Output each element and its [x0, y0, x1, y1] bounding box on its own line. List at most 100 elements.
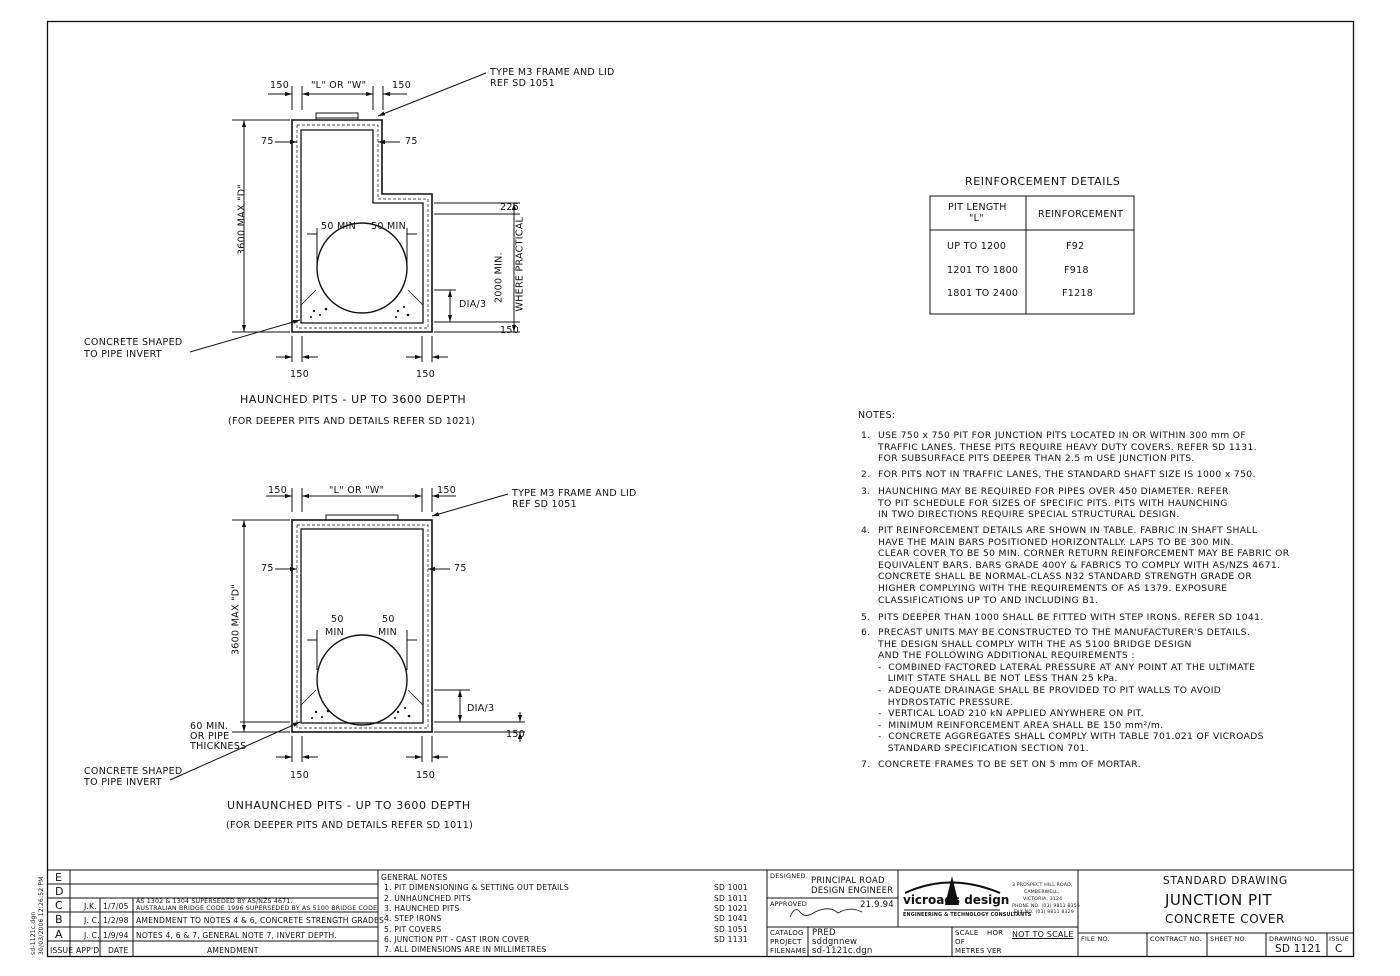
approved-date: 21.9.94: [860, 900, 894, 910]
scale-hor: HOR: [987, 929, 1004, 937]
note-number: 5.: [861, 612, 871, 623]
col-date: DATE: [108, 946, 129, 955]
unhaunched-dim-50-right-1: 50: [382, 614, 395, 625]
issue-value: C: [1335, 943, 1343, 955]
amendment-issue: D: [55, 885, 64, 898]
scale-ver: VER: [987, 947, 1002, 955]
amendment-issue: E: [55, 871, 63, 884]
unhaunched-dim-right: 150: [437, 485, 457, 496]
note-number: 4.: [861, 525, 871, 536]
note-number: 6.: [861, 627, 871, 638]
haunched-dim-3600: 3600 MAX "D": [236, 183, 248, 256]
haunched-dim-lw: "L" OR "W": [311, 80, 367, 91]
unhaunched-dim-75-left: 75: [261, 563, 274, 574]
project-value: sddgnnew: [812, 937, 858, 947]
general-note-ref: SD 1011: [714, 894, 748, 903]
haunched-dim-50-left: 50 MIN: [321, 221, 357, 232]
reinforcement-row-length: 1801 TO 2400: [947, 288, 1019, 299]
amendment-date: 1/9/94: [103, 931, 129, 940]
unhaunched-invert-note-1: CONCRETE SHAPED: [84, 766, 183, 777]
general-note-ref: SD 1021: [714, 904, 748, 913]
amendment-issue: B: [55, 913, 63, 926]
side-filename: sd-1121c.dgn: [30, 911, 37, 955]
reinforcement-header-pit-length: PIT LENGTH: [948, 202, 1007, 213]
unhaunched-dim-bottom-right: 150: [416, 770, 436, 781]
haunched-dim-50-right: 50 MIN: [371, 221, 407, 232]
general-note: 2. UNHAUNCHED PITS: [384, 894, 471, 903]
reinforcement-row-reinf: F92: [1066, 241, 1085, 252]
reinforcement-row-reinf: F918: [1064, 265, 1089, 276]
unhaunched-dim-bottom-left: 150: [290, 770, 310, 781]
unhaunched-min-note-3: THICKNESS: [190, 741, 247, 752]
unhaunched-dim-3600: 3600 MAX "D": [230, 583, 242, 656]
note-text: CONCRETE FRAMES TO BE SET ON 5 mm OF MOR…: [878, 759, 1141, 770]
general-note: 5. PIT COVERS: [384, 925, 442, 934]
amendment-text: NOTES 4, 6 & 7, GENERAL NOTE 7, INVERT D…: [136, 931, 337, 940]
unhaunched-frame-ref: REF SD 1051: [512, 499, 577, 510]
haunched-dim-75-left: 75: [261, 136, 274, 147]
reinforcement-title: REINFORCEMENT DETAILS: [965, 175, 1121, 188]
logo-subtitle: ENGINEERING & TECHNOLOGY CONSULTANTS: [903, 913, 1032, 918]
amendment-date: 1/2/98: [103, 916, 129, 925]
address-line: CAMBERWELL,: [1024, 890, 1060, 895]
note-number: 7.: [861, 759, 871, 770]
standard-drawing-label: STANDARD DRAWING: [1163, 875, 1288, 887]
note-text: PITS DEEPER THAN 1000 SHALL BE FITTED WI…: [878, 612, 1264, 623]
unhaunched-dim-50-left-1: 50: [331, 614, 344, 625]
drawing-title-2: CONCRETE COVER: [1165, 912, 1285, 926]
unhaunched-title: UNHAUNCHED PITS - UP TO 3600 DEPTH: [227, 799, 471, 812]
note-number: 3.: [861, 486, 871, 497]
unhaunched-subtitle: (FOR DEEPER PITS AND DETAILS REFER SD 10…: [226, 820, 474, 831]
side-date: 30/03/2006 12:26:52 PM: [38, 876, 45, 955]
approved-label: APPROVED: [770, 900, 807, 908]
note-text: USE 750 x 750 PIT FOR JUNCTION PITS LOCA…: [878, 430, 1257, 465]
reinforcement-row-reinf: F1218: [1062, 288, 1094, 299]
designed-line-1: PRINCIPAL ROAD: [811, 876, 885, 886]
address-line: FAX NO. (03) 9811 8329: [1014, 910, 1074, 915]
scale-label: SCALE: [955, 929, 979, 937]
note-text: PRECAST UNITS MAY BE CONSTRUCTED TO THE …: [878, 627, 1264, 754]
haunched-title: HAUNCHED PITS - UP TO 3600 DEPTH: [240, 393, 467, 406]
note-number: 2.: [861, 469, 871, 480]
note-text: HAUNCHING MAY BE REQUIRED FOR PIPES OVER…: [878, 486, 1229, 521]
amendment-issue: A: [55, 928, 63, 941]
unhaunched-min-note-1: 60 MIN.: [190, 721, 229, 732]
unhaunched-dim-150-base: 150: [506, 729, 526, 740]
filename-value: sd-1121c.dgn: [812, 946, 873, 956]
general-note-ref: SD 1051: [714, 925, 748, 934]
amendment-text-2: AUSTRALIAN BRIDGE CODE 1996 SUPERSEDED B…: [136, 905, 378, 912]
drawing-title-1: JUNCTION PIT: [1165, 891, 1273, 909]
unhaunched-dim-50-left-2: MIN: [325, 627, 345, 638]
general-note: 3. HAUNCHED PITS: [384, 904, 460, 913]
haunched-dim-dia: DIA/3: [459, 299, 487, 310]
address-line: PHONE NO. (03) 9811 8355: [1012, 904, 1080, 909]
general-note: 6. JUNCTION PIT - CAST IRON COVER: [384, 935, 530, 944]
reinforcement-row-length: 1201 TO 1800: [947, 265, 1019, 276]
logo-name: vicroads design: [903, 893, 1010, 907]
haunched-invert-note-1: CONCRETE SHAPED: [84, 337, 183, 348]
sheet-no-label: SHEET NO.: [1210, 935, 1247, 943]
haunched-dim-where: WHERE PRACTICAL: [514, 216, 526, 312]
catalog-label: CATALOG: [770, 929, 804, 937]
note-text: FOR PITS NOT IN TRAFFIC LANES, THE STAND…: [878, 469, 1256, 480]
haunched-subtitle: (FOR DEEPER PITS AND DETAILS REFER SD 10…: [228, 416, 476, 427]
haunched-frame-ref: REF SD 1051: [490, 78, 555, 89]
general-note-ref: SD 1001: [714, 883, 748, 892]
issue-label: ISSUE: [1329, 935, 1350, 943]
catalog-value: PRED: [812, 928, 836, 938]
address-line: VICTORIA, 3124: [1023, 897, 1063, 902]
haunched-dim-150-base: 150: [500, 325, 520, 336]
note-text: PIT REINFORCEMENT DETAILS ARE SHOWN IN T…: [878, 525, 1290, 606]
filename-label: FILENAME: [770, 947, 807, 955]
col-appd: APP'D: [76, 946, 100, 955]
scale-of: OF: [955, 938, 965, 946]
note-number: 1.: [861, 430, 871, 441]
unhaunched-pit-outline: [169, 488, 525, 781]
amendment-appd: J.K.: [84, 902, 97, 911]
unhaunched-dim-dia: DIA/3: [467, 703, 495, 714]
haunched-dim-bottom-right: 150: [416, 369, 436, 380]
unhaunched-dim-50-right-2: MIN: [378, 627, 398, 638]
amendment-appd: J. C.: [84, 931, 100, 940]
designed-line-2: DESIGN ENGINEER: [811, 886, 894, 896]
haunched-dim-bottom-left: 150: [290, 369, 310, 380]
